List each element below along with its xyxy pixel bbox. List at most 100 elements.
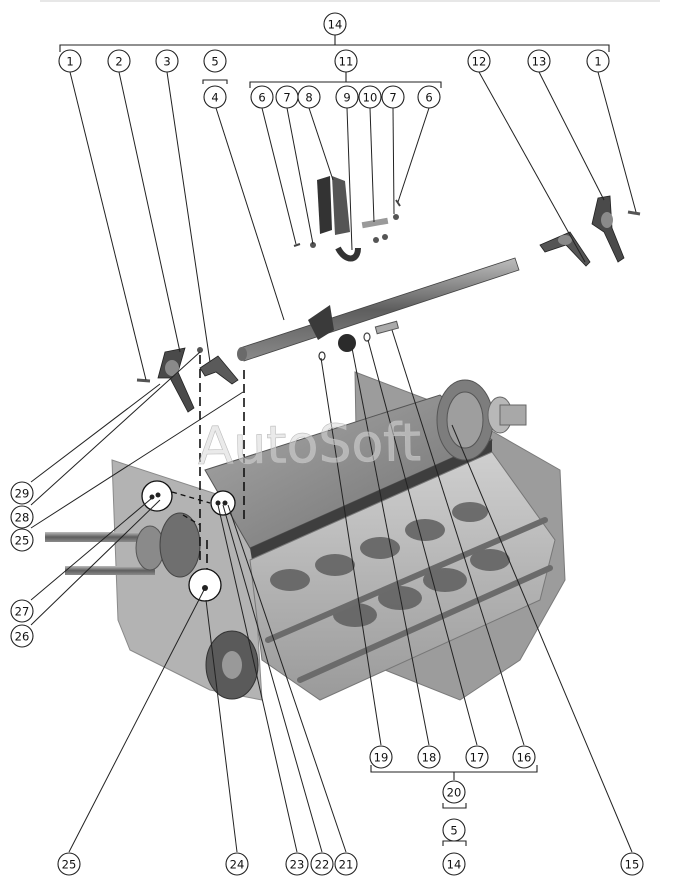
callout-c19: 19 (369, 745, 393, 769)
callout-c6-a: 6 (250, 85, 274, 109)
callout-label: 24 (230, 858, 245, 872)
callout-c5-top: 5 (203, 49, 227, 73)
callout-c25-a: 25 (10, 528, 34, 552)
callout-label: 9 (343, 91, 350, 105)
callout-circle (512, 745, 536, 769)
callout-circle (250, 85, 274, 109)
callout-circle (334, 49, 358, 73)
bracket-part (293, 176, 401, 262)
callout-c22: 22 (310, 852, 334, 876)
callout-label: 20 (447, 786, 462, 800)
callout-c25-b: 25 (57, 852, 81, 876)
callout-label: 5 (211, 55, 218, 69)
callout-c17: 17 (465, 745, 489, 769)
callout-circle (417, 745, 441, 769)
callout-label: 29 (15, 487, 30, 501)
callout-circle (381, 85, 405, 109)
callout-top-14: 14 (323, 12, 347, 36)
callout-circle (467, 49, 491, 73)
callout-c24: 24 (225, 852, 249, 876)
callout-circle (369, 745, 393, 769)
callout-label: 14 (447, 858, 462, 872)
callout-label: 3 (163, 55, 170, 69)
callout-c10: 10 (358, 85, 382, 109)
top-cover-edge (250, 440, 492, 560)
callout-c5-bottom: 5 (442, 818, 466, 842)
callout-circle (155, 49, 179, 73)
callout-circle (442, 818, 466, 842)
callout-label: 11 (339, 55, 354, 69)
callout-c11: 11 (334, 49, 358, 73)
shift-fork-right-a (539, 231, 591, 267)
callout-circle (442, 852, 466, 876)
callout-circle (10, 528, 34, 552)
callout-c2: 2 (107, 49, 131, 73)
callout-label: 14 (328, 18, 343, 32)
callout-c13: 13 (527, 49, 551, 73)
callout-label: 18 (422, 751, 437, 765)
callout-c18: 18 (417, 745, 441, 769)
detail-circle-c (188, 568, 222, 602)
callout-circle (10, 505, 34, 529)
callout-label: 17 (470, 751, 485, 765)
callout-label: 27 (15, 605, 30, 619)
group-brackets (59, 35, 610, 846)
callout-c28: 28 (10, 505, 34, 529)
callout-c26: 26 (10, 624, 34, 648)
callout-label: 15 (625, 858, 640, 872)
callout-label: 1 (594, 55, 601, 69)
callout-circle (358, 85, 382, 109)
shift-fork-left-b (197, 347, 239, 385)
callout-circle (57, 852, 81, 876)
shaft-part (237, 257, 520, 362)
callout-c20: 20 (442, 780, 466, 804)
callout-label: 5 (450, 824, 457, 838)
callout-label: 19 (374, 751, 389, 765)
callout-circle (10, 481, 34, 505)
callout-c7-b: 7 (381, 85, 405, 109)
callout-c6-b: 6 (417, 85, 441, 109)
callout-c8: 8 (297, 85, 321, 109)
callout-circle (297, 85, 321, 109)
left-shafts (45, 512, 201, 578)
callout-c29: 29 (10, 481, 34, 505)
callout-c1-left: 1 (58, 49, 82, 73)
callout-label: 2 (115, 55, 122, 69)
callout-label: 21 (339, 858, 354, 872)
callout-label: 8 (305, 91, 312, 105)
shift-fork-left-a (157, 347, 195, 413)
detail-circle-b (210, 490, 236, 516)
callout-circle (417, 85, 441, 109)
callout-c27: 27 (10, 599, 34, 623)
callout-c12: 12 (467, 49, 491, 73)
callout-circle (203, 49, 227, 73)
detail-circle-a (141, 480, 173, 512)
callout-label: 6 (425, 91, 432, 105)
callout-label: 25 (62, 858, 77, 872)
callout-label: 6 (258, 91, 265, 105)
callout-label: 25 (15, 534, 30, 548)
callout-label: 7 (389, 91, 396, 105)
callout-c4: 4 (203, 85, 227, 109)
callout-circle (586, 49, 610, 73)
callout-label: 16 (517, 751, 532, 765)
machine-assembly (45, 355, 566, 701)
shift-fork-right-b (591, 195, 625, 263)
callout-c23: 23 (285, 852, 309, 876)
callout-circle (442, 780, 466, 804)
callout-c7-a: 7 (275, 85, 299, 109)
callout-circle (310, 852, 334, 876)
callout-circle (465, 745, 489, 769)
callout-c1-right: 1 (586, 49, 610, 73)
callout-c9: 9 (335, 85, 359, 109)
callout-label: 23 (290, 858, 305, 872)
callout-label: 13 (532, 55, 547, 69)
callout-circle (10, 624, 34, 648)
callout-label: 4 (211, 91, 218, 105)
callout-c21: 21 (334, 852, 358, 876)
lower-rods (265, 517, 553, 683)
callout-circle (334, 852, 358, 876)
callout-c3: 3 (155, 49, 179, 73)
callout-c14-bottom: 14 (442, 852, 466, 876)
